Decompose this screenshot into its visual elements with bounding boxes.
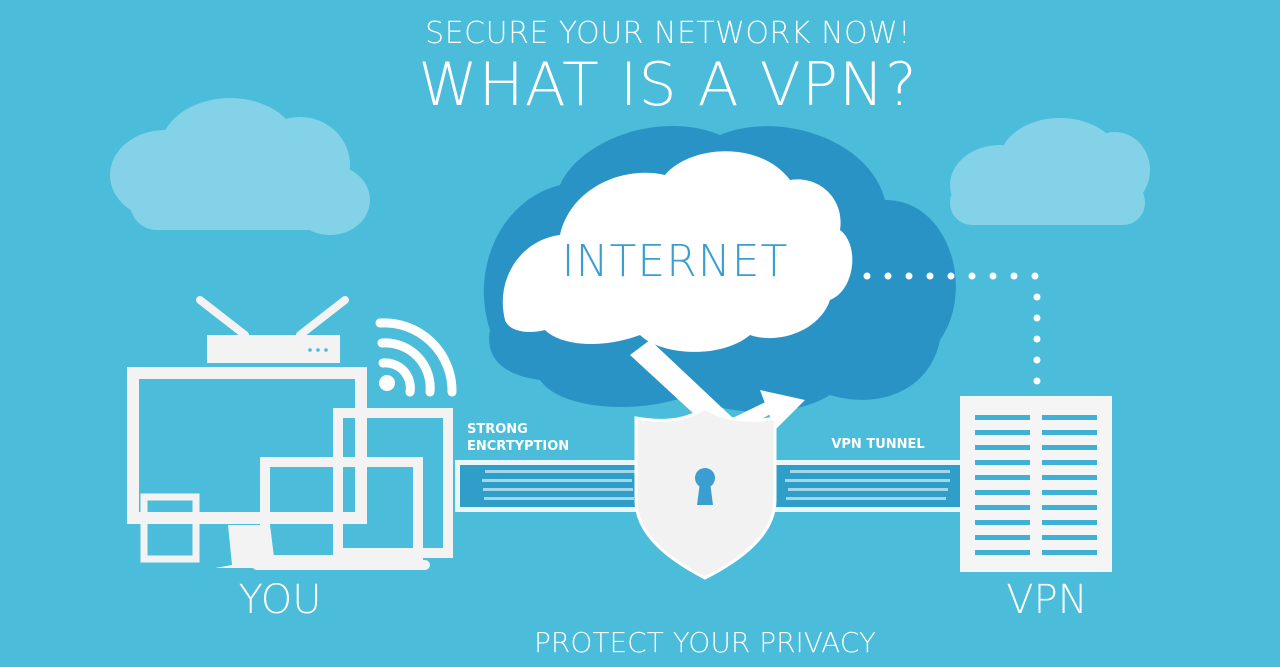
encryption-label-line1: STRONG bbox=[467, 422, 528, 437]
page-title: WHAT IS A VPN? bbox=[418, 50, 918, 120]
dotted-connector bbox=[863, 272, 1041, 385]
internet-label: INTERNET bbox=[561, 236, 789, 287]
you-label: YOU bbox=[238, 577, 322, 623]
headline: SECURE YOUR NETWORK NOW! bbox=[425, 16, 911, 51]
vpn-server-icon bbox=[960, 396, 1112, 572]
shield-lock-icon bbox=[634, 406, 777, 580]
vpn-label: VPN bbox=[1006, 577, 1088, 623]
tunnel-label: VPN TUNNEL bbox=[831, 437, 925, 452]
wifi-icon bbox=[375, 318, 457, 397]
encryption-label: STRONG ENCRTYPTION bbox=[467, 421, 569, 455]
cloud-left-icon bbox=[110, 98, 370, 235]
encryption-label-line2: ENCRTYPTION bbox=[467, 439, 570, 454]
tagline: PROTECT YOUR PRIVACY bbox=[534, 626, 876, 659]
devices-icon bbox=[127, 296, 453, 570]
cloud-right-icon bbox=[950, 118, 1150, 225]
internet-cloud-icon bbox=[483, 125, 956, 412]
